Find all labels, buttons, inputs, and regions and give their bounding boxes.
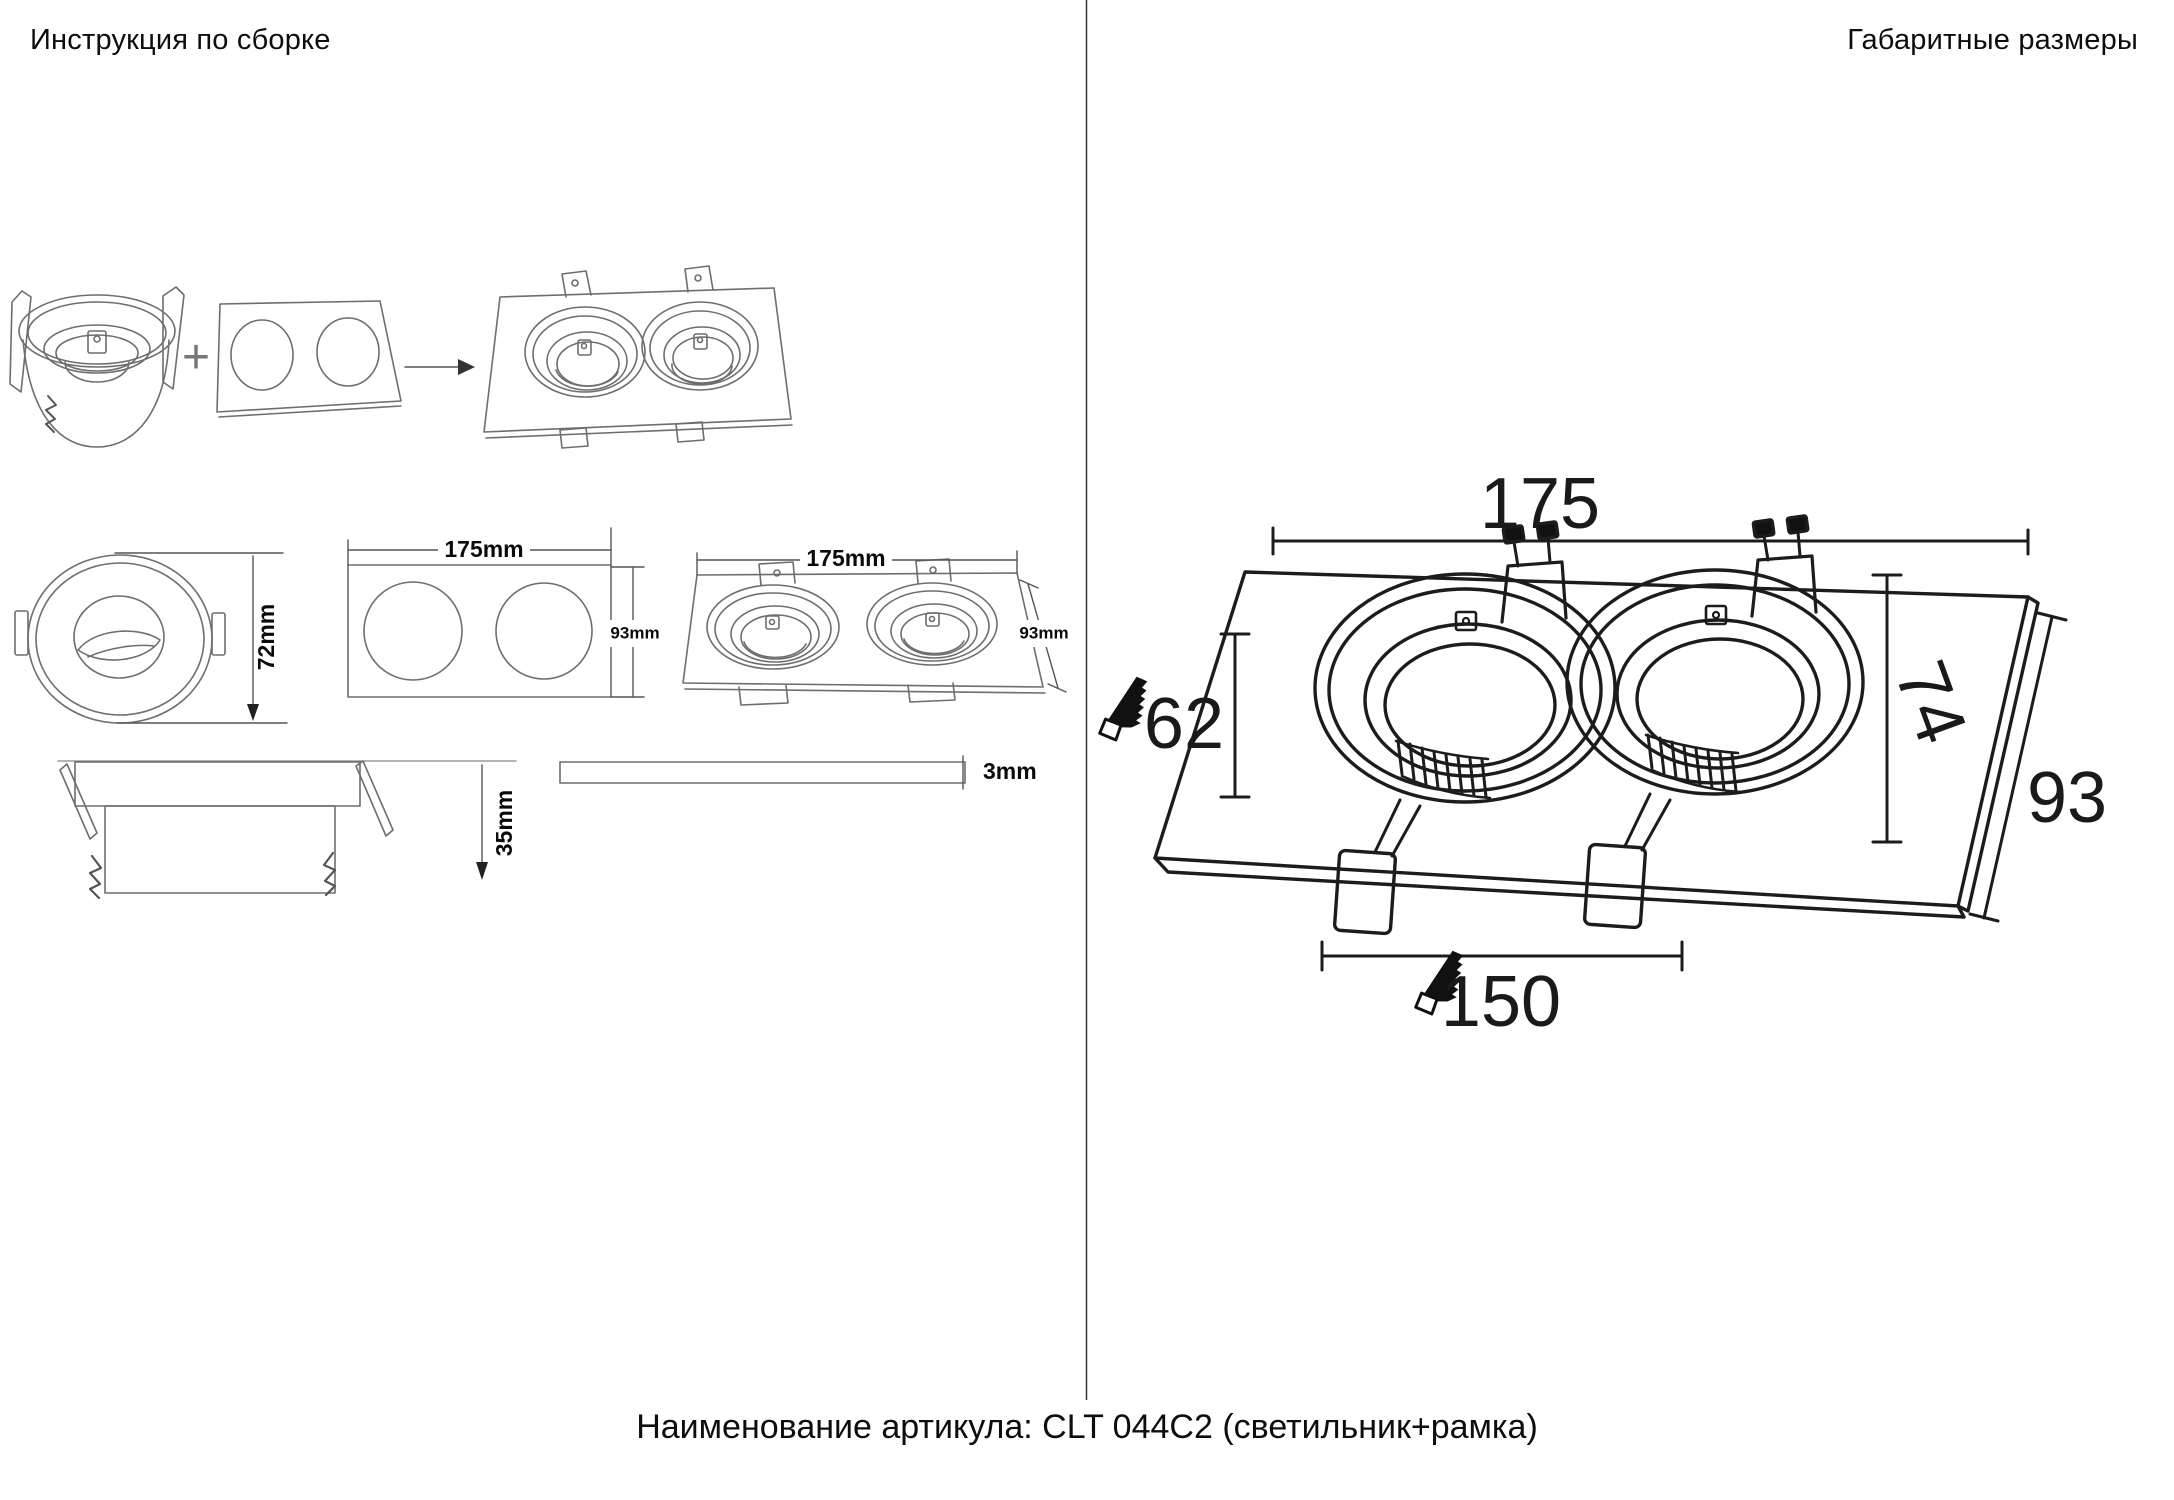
step-frame-3d	[216, 300, 402, 418]
dim-175-lines	[1271, 526, 2030, 556]
side-view-fixture	[57, 760, 517, 900]
saw-icon	[1414, 950, 1464, 1016]
side-view-frame-plate	[559, 755, 966, 790]
article-caption: Наименование артикула: CLT 044C2 (светил…	[636, 1408, 1538, 1446]
dim-72mm-lines	[114, 552, 288, 724]
dim-62-lines	[1219, 632, 1251, 799]
top-view-fixture	[14, 554, 226, 724]
dim-74-lines	[1871, 573, 1903, 844]
arrow-right-icon	[404, 359, 475, 375]
right-panel-title: Габаритные размеры	[1847, 24, 2138, 56]
left-panel-title: Инструкция по сборке	[30, 24, 331, 56]
dim-150-lines	[1320, 940, 1684, 972]
fixture-cup-left	[1313, 520, 1617, 936]
front-view-frame	[347, 564, 612, 698]
overall-dimensions-diagram: 175 62 74 93 150	[1098, 464, 2107, 1042]
assembly-instruction-diagrams: +	[9, 265, 1070, 900]
dim-72mm-label: 72mm	[253, 604, 279, 670]
step-fixture-3d	[9, 286, 185, 448]
dim-assembled-height-label: 93mm	[1019, 623, 1068, 642]
dim-assembled-width-label: 175mm	[806, 545, 885, 571]
dim-150-label: 150	[1441, 962, 1561, 1042]
dim-93-label: 93	[2027, 758, 2107, 838]
dim-175-label: 175	[1480, 464, 1600, 544]
frame-plate-perspective	[1153, 570, 2040, 919]
dim-3mm-label: 3mm	[983, 758, 1037, 784]
fixture-cup-right	[1565, 514, 1865, 930]
plus-icon: +	[182, 331, 210, 384]
dim-35mm-lines	[476, 764, 488, 880]
dim-74-label: 74	[1879, 651, 1982, 754]
dim-62-label: 62	[1144, 684, 1224, 764]
assembled-view-dimensioned	[682, 558, 1046, 706]
dim-frame-width-label: 175mm	[444, 536, 523, 562]
saw-icon	[1098, 676, 1148, 742]
dim-35mm-label: 35mm	[491, 790, 517, 856]
dim-frame-height-label: 93mm	[610, 623, 659, 642]
dim-93-lines	[1968, 611, 2068, 923]
step-assembled-3d	[483, 265, 793, 449]
technical-drawing: +	[9, 0, 2107, 1400]
